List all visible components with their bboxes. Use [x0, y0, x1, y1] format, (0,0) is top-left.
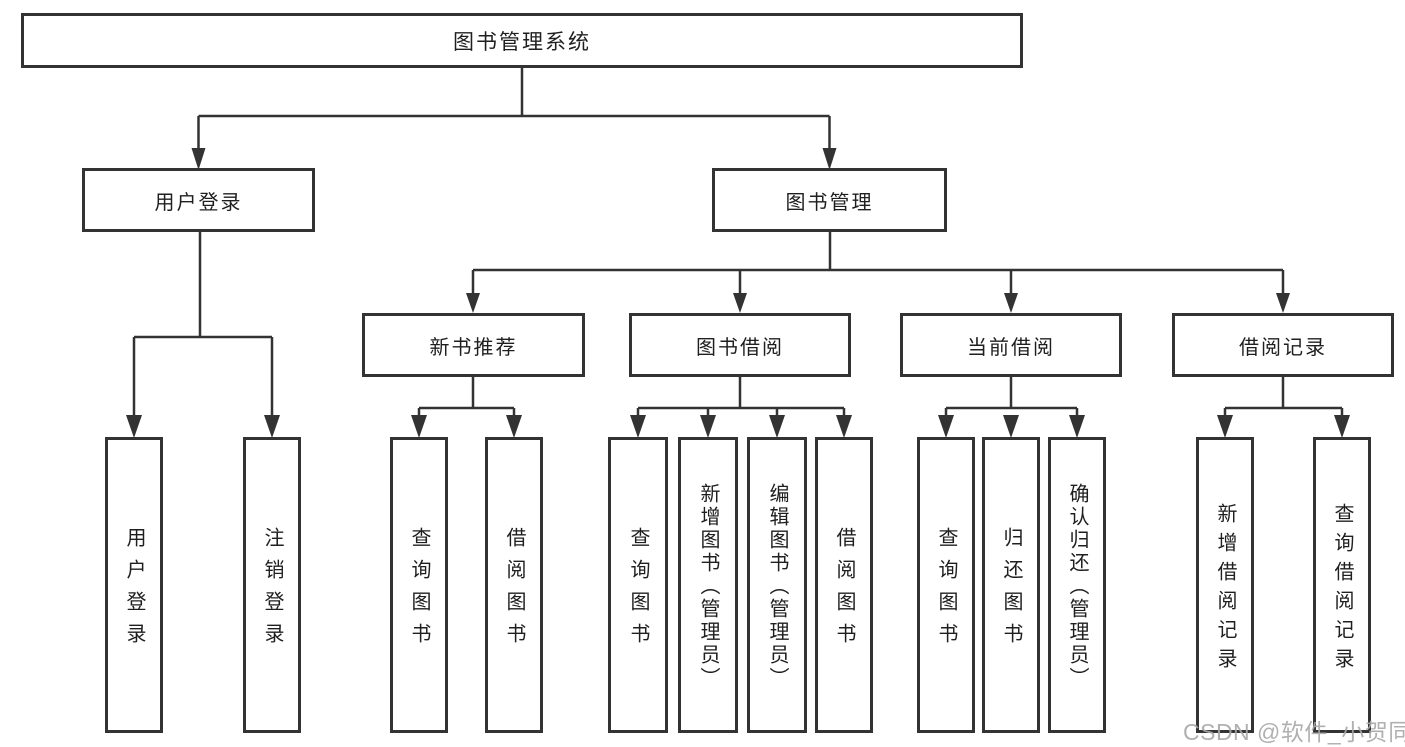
- node-book-management: 图书管理: [712, 168, 947, 232]
- leaf-logout: 注销登录: [243, 437, 301, 733]
- node-current-borrowing-label: 当前借阅: [967, 336, 1055, 359]
- node-new-book-recommend: 新书推荐: [362, 313, 585, 377]
- leaf-add-borrow-record-label: 新增借阅记录: [1214, 502, 1236, 677]
- node-book-borrowing-label: 图书借阅: [696, 336, 784, 359]
- leaf-edit-book-admin-label: 编辑图书（管理员）: [766, 483, 788, 690]
- node-borrowing-records-label: 借阅记录: [1239, 336, 1327, 359]
- leaf-user-login: 用户登录: [105, 437, 163, 733]
- leaf-add-book-admin: 新增图书（管理员）: [678, 437, 738, 733]
- leaf-query-books-1-label: 查询图书: [408, 527, 430, 655]
- leaf-confirm-return-admin: 确认归还（管理员）: [1048, 437, 1106, 733]
- leaf-borrow-books-2-label: 借阅图书: [833, 527, 855, 655]
- leaf-return-books: 归还图书: [982, 437, 1040, 733]
- arrowheads: [126, 148, 1350, 438]
- node-user-login-label: 用户登录: [154, 191, 243, 214]
- node-new-book-recommend-label: 新书推荐: [429, 336, 518, 359]
- leaf-query-borrow-record: 查询借阅记录: [1313, 437, 1371, 733]
- root-node-library-system: 图书管理系统: [21, 13, 1023, 68]
- leaf-borrow-books-1-label: 借阅图书: [503, 527, 525, 655]
- leaf-return-books-label: 归还图书: [1000, 527, 1022, 655]
- leaf-edit-book-admin: 编辑图书（管理员）: [747, 437, 807, 733]
- csdn-watermark: CSDN @软件_小贺同学: [1183, 719, 1405, 745]
- leaf-query-books-1: 查询图书: [390, 437, 448, 733]
- leaf-query-books-2: 查询图书: [608, 437, 668, 733]
- leaf-confirm-return-admin-label: 确认归还（管理员）: [1066, 483, 1088, 690]
- node-book-borrowing: 图书借阅: [629, 313, 851, 377]
- leaf-add-book-admin-label: 新增图书（管理员）: [697, 483, 719, 690]
- leaf-borrow-books-2: 借阅图书: [815, 437, 873, 733]
- leaf-query-books-3: 查询图书: [917, 437, 975, 733]
- leaf-query-books-3-label: 查询图书: [935, 527, 957, 655]
- node-user-login: 用户登录: [82, 168, 315, 232]
- root-node-label: 图书管理系统: [453, 30, 591, 54]
- leaf-query-books-2-label: 查询图书: [627, 527, 649, 655]
- node-book-management-label: 图书管理: [785, 191, 874, 214]
- node-borrowing-records: 借阅记录: [1172, 313, 1394, 377]
- leaf-borrow-books-1: 借阅图书: [485, 437, 543, 733]
- leaf-logout-label: 注销登录: [261, 527, 283, 655]
- node-current-borrowing: 当前借阅: [900, 313, 1122, 377]
- leaf-user-login-label: 用户登录: [123, 527, 145, 655]
- leaf-add-borrow-record: 新增借阅记录: [1196, 437, 1254, 733]
- leaf-query-borrow-record-label: 查询借阅记录: [1331, 502, 1353, 677]
